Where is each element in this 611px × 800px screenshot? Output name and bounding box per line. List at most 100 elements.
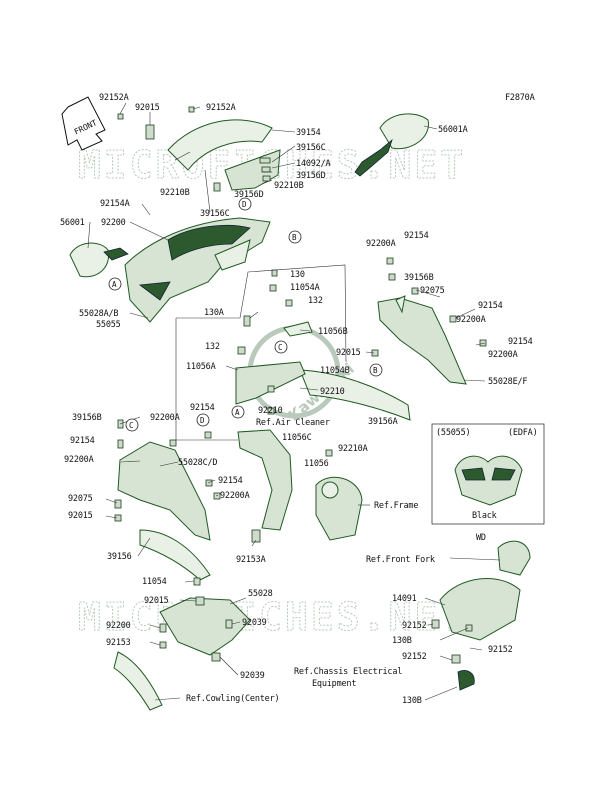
label-ref-cowling-center: Ref.Cowling(Center) bbox=[186, 694, 279, 704]
label-92152-r2: 92152 bbox=[402, 652, 427, 662]
label-92210-a: 92210 bbox=[320, 387, 345, 397]
label-92200A-r3: 92200A bbox=[488, 350, 518, 360]
label-92154-r1: 92154 bbox=[404, 231, 429, 241]
inset-box bbox=[431, 423, 545, 525]
headlight-opening bbox=[167, 224, 251, 261]
svg-text:A: A bbox=[112, 280, 117, 289]
callout-B-1: B bbox=[288, 230, 302, 244]
label-11054B: 11054B bbox=[320, 366, 350, 376]
label-11056C: 11056C bbox=[282, 433, 312, 443]
label-11054A: 11054A bbox=[290, 283, 320, 293]
bracket-14091 bbox=[439, 578, 521, 641]
callout-C-1: C bbox=[274, 340, 288, 354]
label-39156B-r: 39156B bbox=[404, 273, 434, 283]
callout-B-2: B bbox=[369, 363, 383, 377]
svg-text:C: C bbox=[278, 343, 283, 352]
label-92210B-a: 92210B bbox=[274, 181, 304, 191]
label-92200A-c: 92200A bbox=[220, 491, 250, 501]
label-92200A-l1: 92200A bbox=[150, 413, 180, 423]
bracket-11056A bbox=[235, 361, 306, 405]
label-92210B-b: 92210B bbox=[160, 188, 190, 198]
label-11056A: 11056A bbox=[186, 362, 216, 372]
front-arrow-icon: FRONT bbox=[61, 96, 106, 151]
label-ref-frame: Ref.Frame bbox=[374, 501, 418, 511]
lower-panel-39156 bbox=[139, 529, 211, 581]
bolt-92015-top bbox=[145, 124, 155, 140]
svg-text:B: B bbox=[292, 233, 297, 242]
label-39156C-a: 39156C bbox=[296, 143, 326, 153]
label-92210A: 92210A bbox=[338, 444, 368, 454]
watermark-bottom: MICROFICHES.NET bbox=[78, 595, 466, 639]
callout-A-2: A bbox=[231, 405, 245, 419]
label-130: 130 bbox=[290, 270, 305, 280]
label-56001A: 56001A bbox=[438, 125, 468, 135]
front-fork-top bbox=[497, 540, 531, 576]
label-39156A: 39156A bbox=[368, 417, 398, 427]
svg-text:C: C bbox=[129, 421, 134, 430]
label-55028: 55028 bbox=[248, 589, 273, 599]
label-55028AB: 55028A/B bbox=[79, 309, 118, 319]
label-92154-r3: 92154 bbox=[508, 337, 533, 347]
label-ref-chassis-1: Ref.Chassis Electrical bbox=[294, 667, 402, 677]
label-ref-chassis-2: Equipment bbox=[312, 679, 356, 689]
label-92152-r1: 92152 bbox=[402, 621, 427, 631]
svg-text:A: A bbox=[235, 408, 240, 417]
label-130B-b: 130B bbox=[402, 696, 422, 706]
wd-label: WD bbox=[476, 533, 486, 543]
label-132-b: 132 bbox=[205, 342, 220, 352]
label-39156D-a: 39156D bbox=[296, 171, 326, 181]
label-92200A-r1: 92200A bbox=[366, 239, 396, 249]
leader-lines bbox=[87, 102, 501, 701]
windshield bbox=[167, 119, 273, 171]
label-92075-r: 92075 bbox=[420, 286, 445, 296]
label-39156-l: 39156 bbox=[107, 552, 132, 562]
label-14091: 14091 bbox=[392, 594, 417, 604]
inner-panel-39156A bbox=[299, 369, 411, 421]
stay-11056 bbox=[237, 429, 293, 531]
inset-caption: Black bbox=[472, 511, 497, 521]
label-92015-c: 92015 bbox=[336, 348, 361, 358]
callout-A-1: A bbox=[108, 277, 122, 291]
label-92200A-l2: 92200A bbox=[64, 455, 94, 465]
label-11056B: 11056B bbox=[318, 327, 348, 337]
mirror-right-56001A bbox=[354, 113, 429, 177]
label-92015-l: 92015 bbox=[68, 511, 93, 521]
label-92154A: 92154A bbox=[100, 199, 130, 209]
label-ref-front-fork: Ref.Front Fork bbox=[366, 555, 435, 565]
label-130A: 130A bbox=[204, 308, 224, 318]
svg-text:B: B bbox=[373, 366, 378, 375]
label-11054: 11054 bbox=[142, 577, 167, 587]
label-92154-l1: 92154 bbox=[190, 403, 215, 413]
label-92152A-top: 92152A bbox=[99, 93, 129, 103]
figure-code: F2870A bbox=[505, 93, 535, 103]
label-55028EF: 55028E/F bbox=[488, 377, 527, 387]
svg-text:D: D bbox=[200, 416, 205, 425]
label-130B-a: 130B bbox=[392, 636, 412, 646]
label-55028CD: 55028C/D bbox=[178, 458, 217, 468]
inset-cowl-black bbox=[454, 455, 523, 506]
side-fairing-55028EF bbox=[377, 297, 467, 385]
label-92015-top: 92015 bbox=[135, 103, 160, 113]
inset-right-label: (EDFA) bbox=[508, 428, 538, 438]
label-92200-b: 92200 bbox=[106, 621, 131, 631]
bracket-11056B bbox=[283, 321, 313, 337]
label-92200: 92200 bbox=[101, 218, 126, 228]
lower-cover-55028 bbox=[159, 597, 251, 656]
callout-C-2: C bbox=[125, 418, 139, 432]
label-39154: 39154 bbox=[296, 128, 321, 138]
label-92039-b: 92039 bbox=[240, 671, 265, 681]
label-56001: 56001 bbox=[60, 218, 85, 228]
label-92039-a: 92039 bbox=[242, 618, 267, 628]
label-92152A-mid: 92152A bbox=[206, 103, 236, 113]
mirror-left-56001 bbox=[69, 242, 129, 278]
bolt-92152A-top bbox=[188, 106, 195, 113]
label-92153A: 92153A bbox=[236, 555, 266, 565]
label-92075-l: 92075 bbox=[68, 494, 93, 504]
label-39156D-b: 39156D bbox=[234, 190, 264, 200]
callout-D-1: D bbox=[238, 197, 252, 211]
label-132-a: 132 bbox=[308, 296, 323, 306]
cowling-center-ref bbox=[113, 651, 163, 711]
side-fairing-55028CD bbox=[117, 441, 211, 541]
label-92200A-r2: 92200A bbox=[456, 315, 486, 325]
